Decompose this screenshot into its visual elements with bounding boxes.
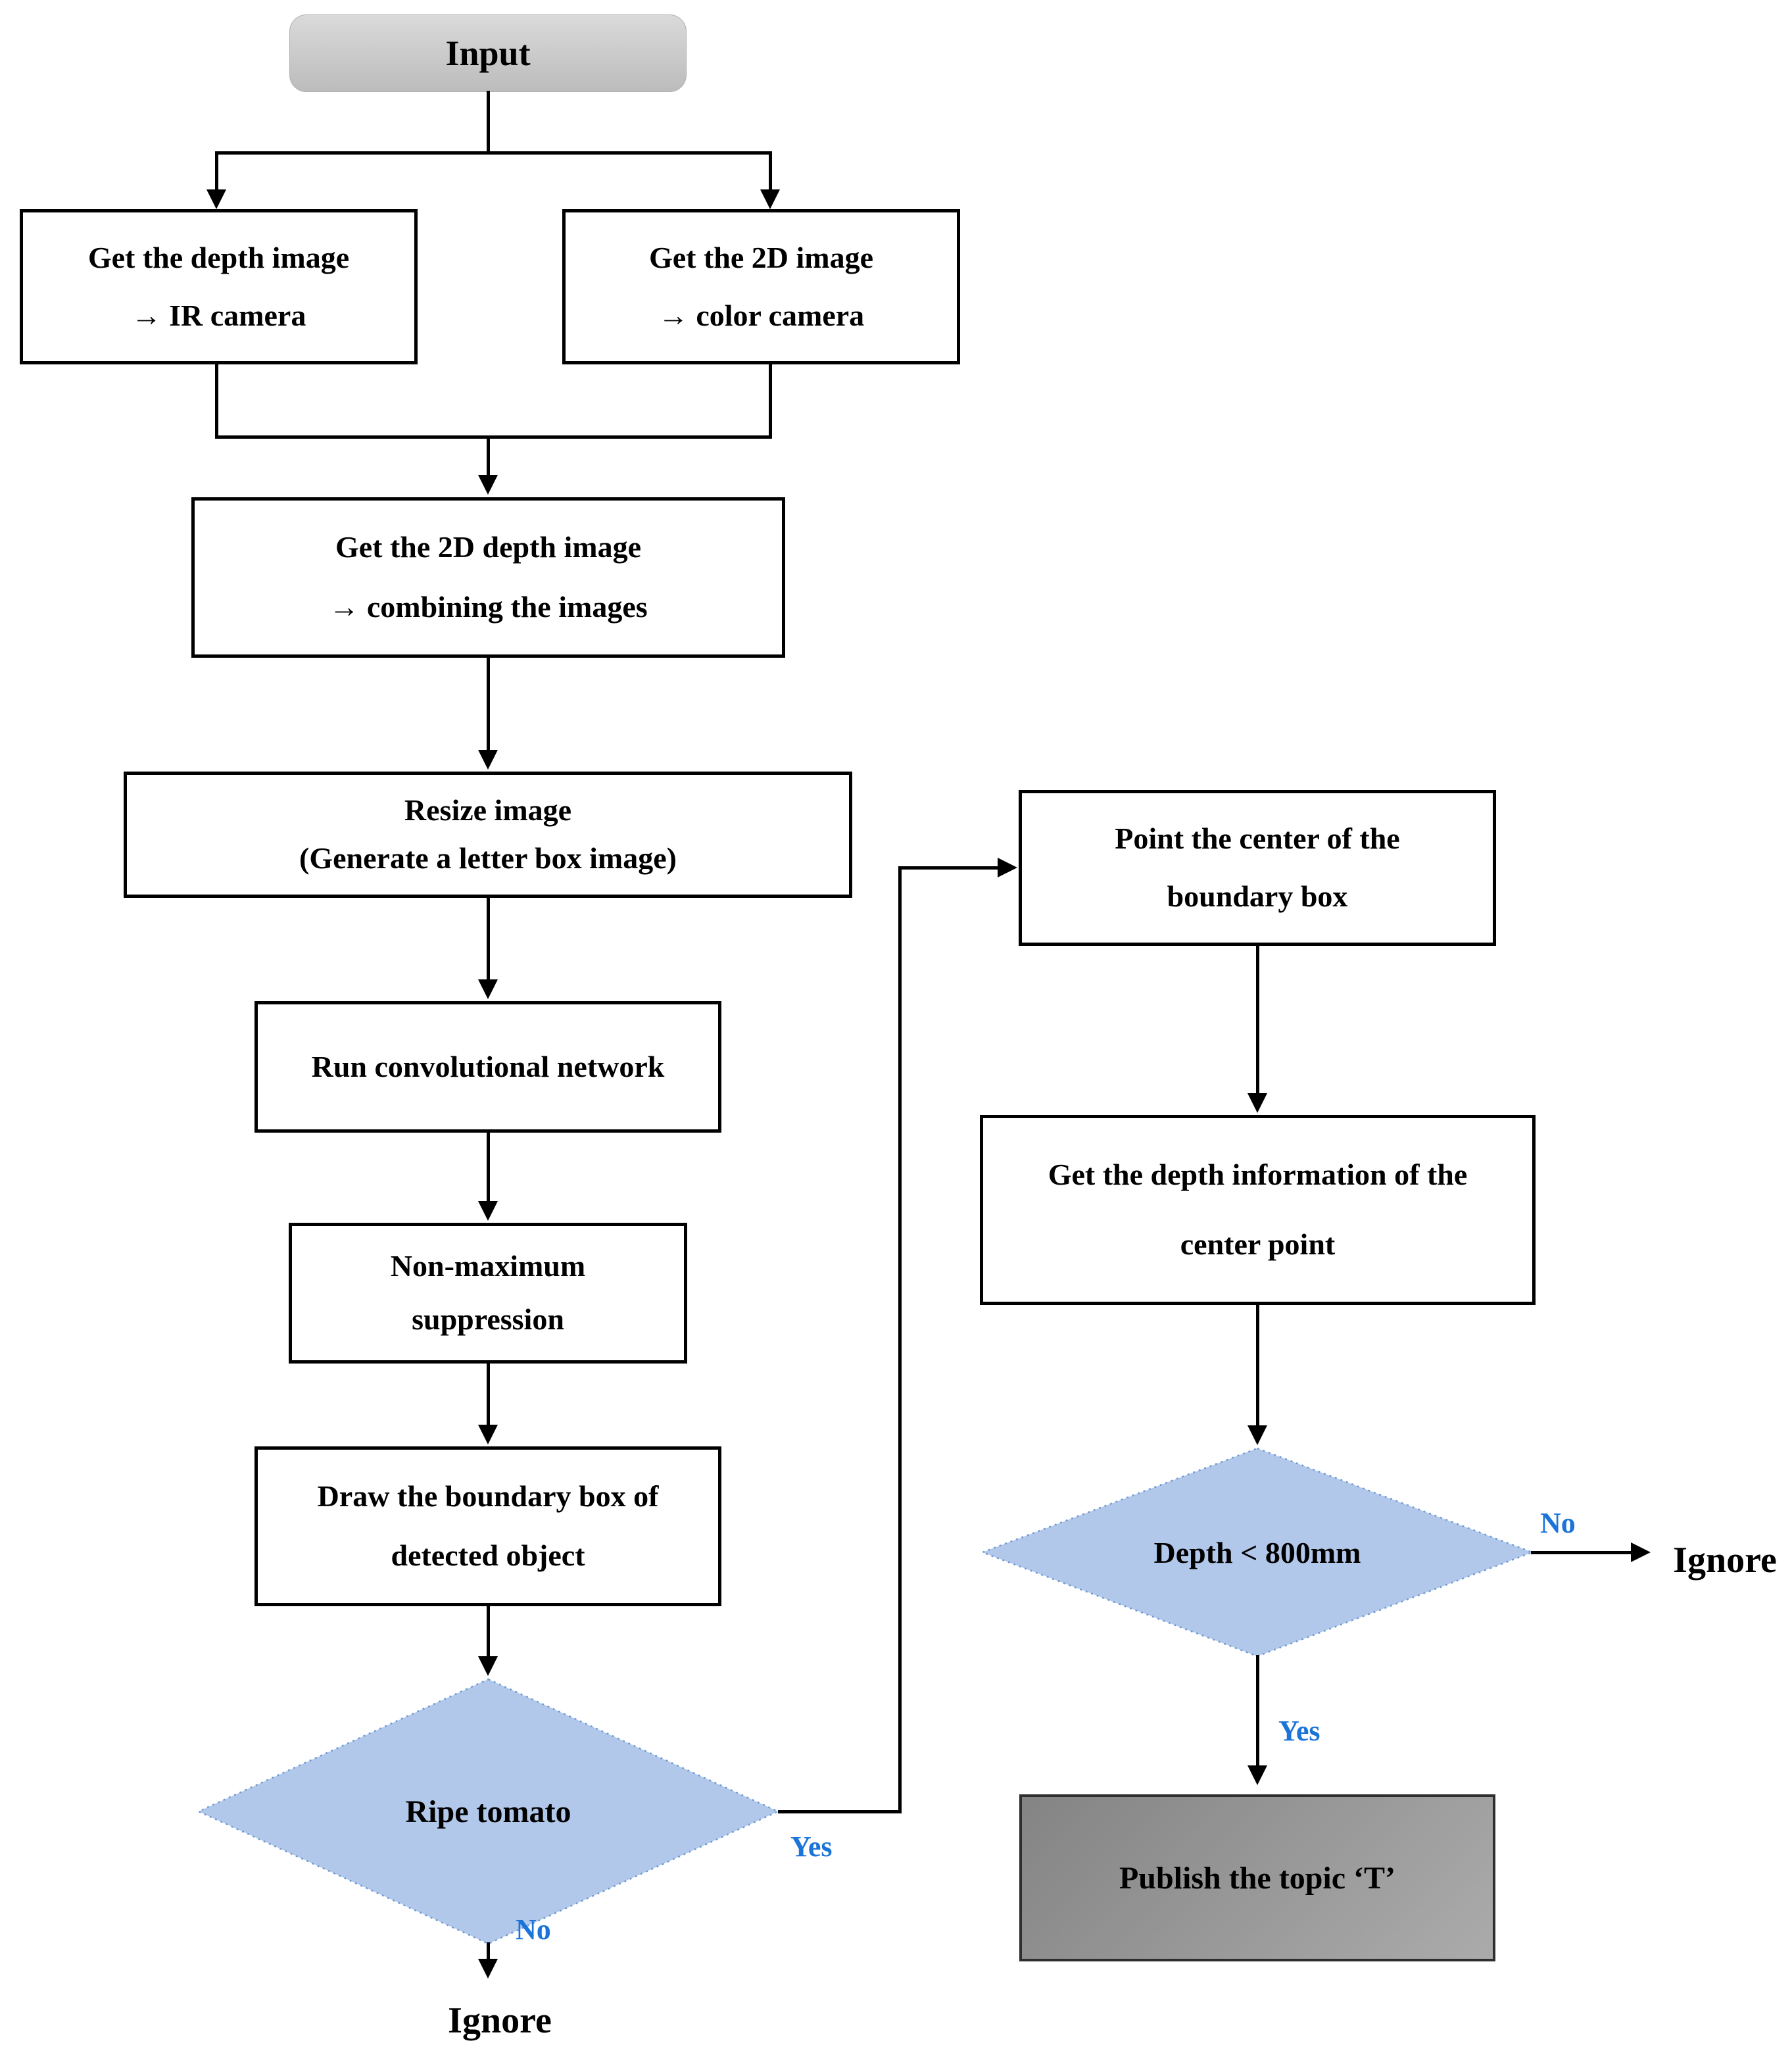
input-terminator: Input [289, 14, 687, 92]
connector-depthinfo-to-decision [1256, 1302, 1259, 1428]
draw-boundary-box-line2: detected object [391, 1538, 585, 1573]
connector-draw-to-ripe [487, 1604, 490, 1659]
connector-combine-to-resize [487, 655, 490, 752]
connector-split-left-down [215, 153, 218, 192]
connector-point-to-depthinfo [1256, 943, 1259, 1096]
non-maximum-suppression-line1: Non-maximum [390, 1249, 586, 1283]
get-depth-information-line2: center point [1180, 1227, 1336, 1262]
draw-boundary-box-line1: Draw the boundary box of [317, 1479, 659, 1513]
publish-topic-box: Publish the topic ‘T’ [1019, 1794, 1495, 1961]
non-maximum-suppression-line2: suppression [412, 1302, 564, 1337]
input-label: Input [445, 34, 531, 73]
get-2d-depth-image-line2: → combining the images [329, 590, 648, 624]
arrow-right-icon [1631, 1542, 1651, 1562]
arrow-down-icon [478, 979, 498, 999]
connector-merge-horizontal [215, 435, 772, 439]
connector-depth-no-right [1531, 1551, 1634, 1554]
connector-input-down [487, 91, 490, 155]
get-2d-image-line1: Get the 2D image [648, 240, 874, 274]
connector-merge-down [487, 435, 490, 478]
get-depth-information-line1: Get the depth information of the [1048, 1158, 1468, 1192]
arrow-down-icon [206, 189, 226, 209]
run-convolutional-network-box: Run convolutional network [254, 1001, 721, 1133]
connector-split-horizontal [215, 151, 772, 155]
depth-decision-label: Depth < 800mm [1153, 1535, 1361, 1569]
non-maximum-suppression-box: Non-maximum suppression [289, 1223, 687, 1364]
ripe-tomato-decision-label: Ripe tomato [405, 1794, 571, 1829]
arrow-down-icon [1247, 1765, 1267, 1785]
resize-image-line2: (Generate a letter box image) [299, 841, 677, 875]
point-center-line2: boundary box [1167, 879, 1348, 914]
connector-resize-to-cnn [487, 895, 490, 982]
point-center-line1: Point the center of the [1115, 821, 1400, 855]
arrow-down-icon [1247, 1425, 1267, 1445]
get-depth-information-box: Get the depth information of the center … [980, 1115, 1536, 1305]
connector-merge-left-down [215, 362, 218, 439]
connector-nms-to-draw [487, 1361, 490, 1427]
connector-ripe-no-down [487, 1942, 490, 1961]
arrow-down-icon [478, 1959, 498, 1979]
connector-ripe-yes-horizontal [778, 1810, 902, 1813]
draw-boundary-box-box: Draw the boundary box of detected object [254, 1446, 721, 1606]
get-depth-image-box: Get the depth image → IR camera [20, 209, 418, 364]
arrow-down-icon [478, 475, 498, 495]
resize-image-box: Resize image (Generate a letter box imag… [124, 772, 852, 898]
connector-merge-right-down [769, 362, 772, 439]
ripe-tomato-decision-diamond [197, 1678, 779, 1945]
connector-ripe-yes-vertical [898, 866, 902, 1813]
connector-cnn-to-nms [487, 1130, 490, 1204]
ripe-yes-label: Yes [790, 1831, 833, 1863]
arrow-down-icon [1247, 1093, 1267, 1113]
connector-depth-yes-down [1256, 1655, 1259, 1768]
ripe-no-label: No [516, 1913, 551, 1946]
depth-no-label: No [1540, 1507, 1576, 1539]
ignore-left-text: Ignore [448, 2000, 552, 2041]
arrow-down-icon [478, 1201, 498, 1221]
ignore-right-text: Ignore [1673, 1540, 1777, 1581]
get-2d-image-box: Get the 2D image → color camera [562, 209, 960, 364]
depth-yes-label: Yes [1278, 1715, 1320, 1747]
arrow-down-icon [478, 1425, 498, 1444]
get-2d-depth-image-line1: Get the 2D depth image [335, 530, 642, 564]
arrow-down-icon [478, 1656, 498, 1676]
arrow-right-icon [998, 858, 1017, 877]
diamond-shape [197, 1678, 779, 1945]
resize-image-line1: Resize image [404, 793, 572, 827]
connector-split-right-down [769, 153, 772, 192]
get-2d-image-line2: → color camera [658, 298, 865, 332]
arrow-down-icon [760, 189, 780, 209]
arrow-down-icon [478, 750, 498, 770]
point-center-box: Point the center of the boundary box [1019, 790, 1496, 946]
get-2d-depth-image-box: Get the 2D depth image → combining the i… [191, 497, 785, 658]
run-convolutional-network-label: Run convolutional network [311, 1049, 665, 1083]
get-depth-image-line2: → IR camera [131, 298, 306, 332]
get-depth-image-line1: Get the depth image [87, 240, 350, 274]
publish-topic-label: Publish the topic ‘T’ [1119, 1860, 1396, 1896]
connector-ripe-yes-into-point [898, 866, 1000, 870]
